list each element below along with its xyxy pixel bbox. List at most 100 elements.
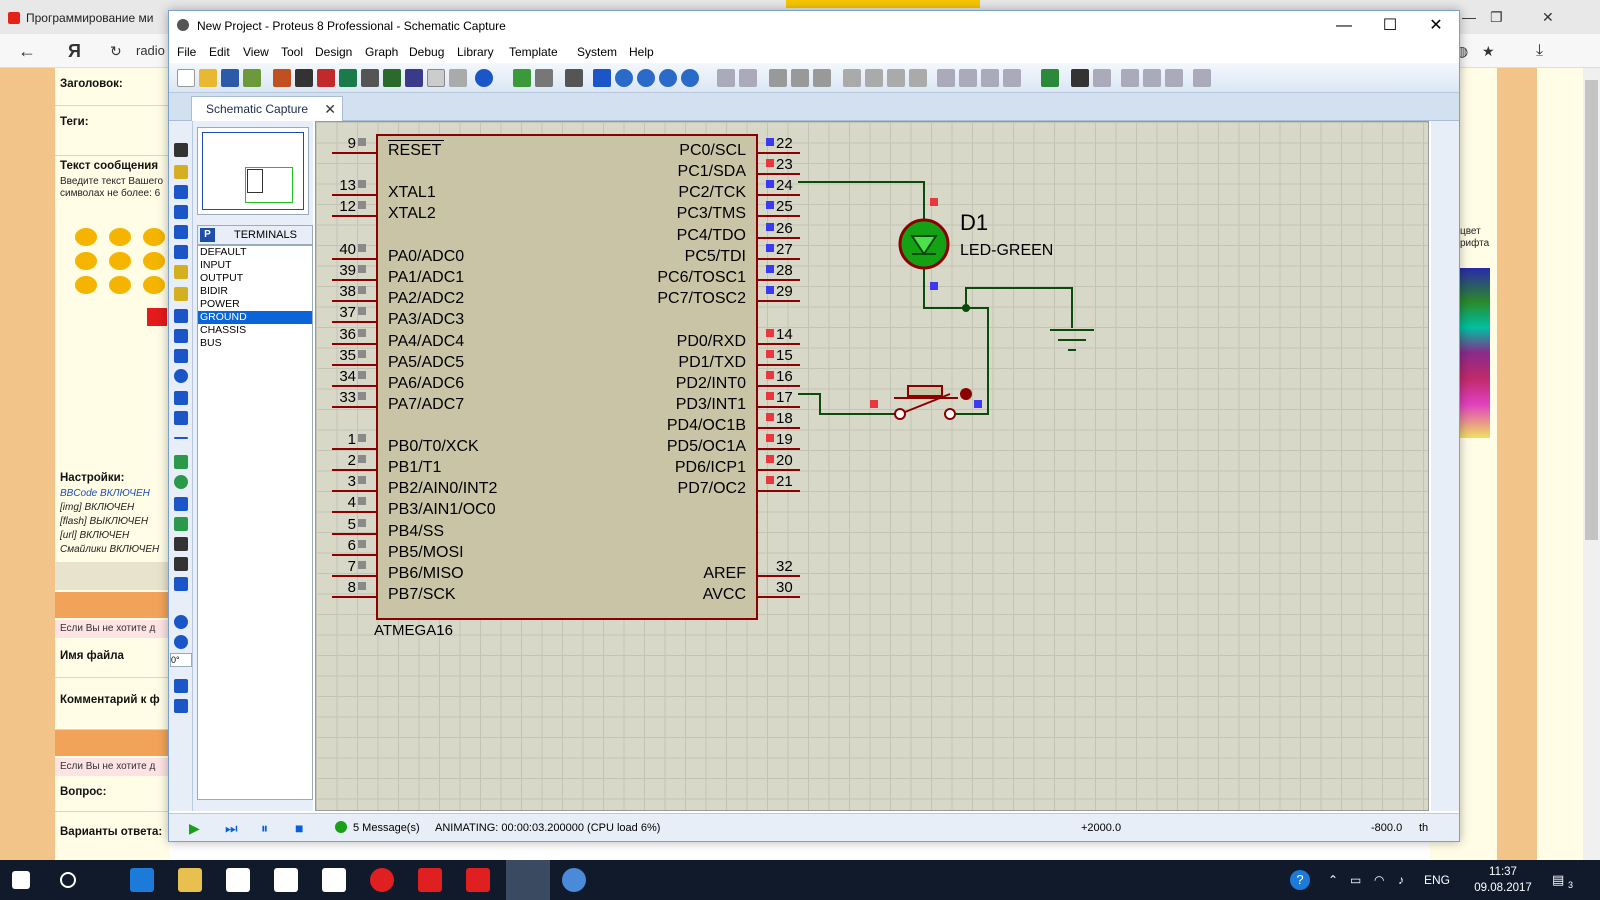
mirror-y-icon[interactable]	[174, 699, 188, 713]
rotation-input[interactable]: 0°	[170, 653, 192, 667]
pick-device-icon[interactable]	[937, 69, 955, 87]
circle-icon[interactable]	[174, 475, 188, 489]
graph-mode-icon[interactable]	[174, 329, 188, 343]
terminals-list[interactable]: DEFAULT INPUT OUTPUT BIDIR POWER GROUND …	[197, 245, 313, 800]
app-icon[interactable]	[466, 868, 490, 892]
chip-pin-lead[interactable]	[758, 385, 800, 387]
chip-pin-lead[interactable]	[758, 469, 800, 471]
color-palette[interactable]	[1460, 268, 1490, 438]
chip-pin-lead[interactable]	[758, 300, 800, 302]
smiley-icon[interactable]	[75, 276, 97, 294]
line-icon[interactable]	[174, 437, 188, 439]
menu-graph[interactable]: Graph	[365, 45, 399, 59]
menu-system[interactable]: System	[577, 45, 618, 59]
paste-icon[interactable]	[813, 69, 831, 87]
browser-restore-icon[interactable]: ❐	[1490, 9, 1503, 25]
smiley-icon[interactable]	[109, 228, 131, 246]
smiley-icon[interactable]	[109, 276, 131, 294]
clock[interactable]: 11:37 09.08.2017	[1468, 864, 1538, 896]
browser-scroll-thumb[interactable]	[1585, 80, 1598, 540]
tab-close-icon[interactable]: ✕	[324, 101, 336, 117]
chip-pin-lead[interactable]	[332, 533, 378, 535]
pick-devices-button[interactable]: P	[200, 228, 215, 242]
zoom-area-icon[interactable]	[681, 69, 699, 87]
netlist-icon[interactable]	[1193, 69, 1211, 87]
stop-button[interactable]: ■	[295, 820, 304, 836]
notes-icon[interactable]	[449, 69, 467, 87]
chip-pin-lead[interactable]	[758, 406, 800, 408]
wire-label-icon[interactable]	[174, 205, 188, 219]
list-item[interactable]: BUS	[200, 337, 222, 349]
file-explorer-icon[interactable]	[178, 868, 202, 892]
text-icon[interactable]	[174, 537, 188, 551]
browser-scrollbar[interactable]	[1583, 68, 1600, 860]
junction-dot[interactable]	[962, 304, 970, 312]
chip-pin-lead[interactable]	[332, 321, 378, 323]
subcircuit-icon[interactable]	[174, 265, 188, 279]
chip-pin-lead[interactable]	[332, 343, 378, 345]
copy-icon[interactable]	[791, 69, 809, 87]
list-item[interactable]: CHASSIS	[200, 324, 247, 336]
pan-icon[interactable]	[593, 69, 611, 87]
chip-pin-lead[interactable]	[758, 258, 800, 260]
make-device-icon[interactable]	[959, 69, 977, 87]
address-input[interactable]: radio	[136, 43, 165, 58]
list-item[interactable]: INPUT	[200, 259, 232, 271]
search-icon[interactable]	[60, 872, 76, 888]
list-item[interactable]: OUTPUT	[200, 272, 244, 284]
smiley-icon[interactable]	[75, 228, 97, 246]
exit-to-parent-icon[interactable]	[1165, 69, 1183, 87]
smiley-icon[interactable]	[143, 228, 165, 246]
pause-button[interactable]: ⏸	[261, 820, 268, 836]
text-script-icon[interactable]	[174, 225, 188, 239]
list-item[interactable]: BIDIR	[200, 285, 229, 297]
new-file-icon[interactable]	[177, 69, 195, 87]
wire-led-junction[interactable]	[923, 262, 966, 309]
chip-pin-lead[interactable]	[332, 300, 378, 302]
chip-pin-lead[interactable]	[332, 385, 378, 387]
chip-pin-lead[interactable]	[758, 215, 800, 217]
zoom-out-icon[interactable]	[637, 69, 655, 87]
start-windows-icon[interactable]	[12, 871, 30, 889]
chip-pin-lead[interactable]	[332, 575, 378, 577]
paint-icon[interactable]	[562, 868, 586, 892]
report-icon[interactable]	[427, 69, 445, 87]
chip-pin-lead[interactable]	[332, 215, 378, 217]
wifi-icon[interactable]: ◠	[1374, 873, 1385, 887]
chip-pin-lead[interactable]	[332, 511, 378, 513]
browser-close-icon[interactable]: ✕	[1542, 9, 1554, 25]
menu-design[interactable]: Design	[315, 45, 353, 59]
device-pins-icon[interactable]	[174, 309, 188, 323]
rotate-ccw-icon[interactable]	[174, 635, 188, 649]
button-actuator-icon[interactable]	[960, 388, 972, 400]
zoom-all-icon[interactable]	[659, 69, 677, 87]
home-icon[interactable]	[273, 69, 291, 87]
close-button[interactable]: ✕	[1429, 17, 1443, 34]
grid-icon[interactable]	[535, 69, 553, 87]
smiley-icon[interactable]	[143, 252, 165, 270]
cut-icon[interactable]	[769, 69, 787, 87]
menu-template[interactable]: Template	[509, 45, 558, 59]
chip-pin-lead[interactable]	[332, 448, 378, 450]
menu-help[interactable]: Help	[629, 45, 654, 59]
reload-icon[interactable]: ↻	[110, 43, 122, 59]
chip-pin-lead[interactable]	[332, 152, 378, 154]
property-assign-icon[interactable]	[1093, 69, 1111, 87]
notifications-icon[interactable]: ▤	[1552, 872, 1565, 887]
chip-pin-lead[interactable]	[332, 406, 378, 408]
chip-pin-lead[interactable]	[758, 490, 800, 492]
edge-icon[interactable]	[130, 868, 154, 892]
yandex-icon[interactable]: Я	[68, 41, 81, 61]
battery-icon[interactable]: ▭	[1350, 873, 1362, 887]
junction-dot-icon[interactable]	[174, 185, 188, 199]
chip-pin-lead[interactable]	[332, 364, 378, 366]
virtual-instruments-icon[interactable]	[174, 411, 188, 425]
chip-pin-lead[interactable]	[758, 448, 800, 450]
chip-pin-lead[interactable]	[758, 279, 800, 281]
forum-bbcode-link[interactable]: BBCode ВКЛЮЧЕН	[60, 488, 150, 499]
back-arrow-icon[interactable]: ←	[18, 41, 36, 61]
chip-pin-lead[interactable]	[332, 554, 378, 556]
chip-pin-lead[interactable]	[758, 427, 800, 429]
pcb-icon[interactable]	[317, 69, 335, 87]
volume-icon[interactable]: ♪	[1398, 873, 1404, 887]
